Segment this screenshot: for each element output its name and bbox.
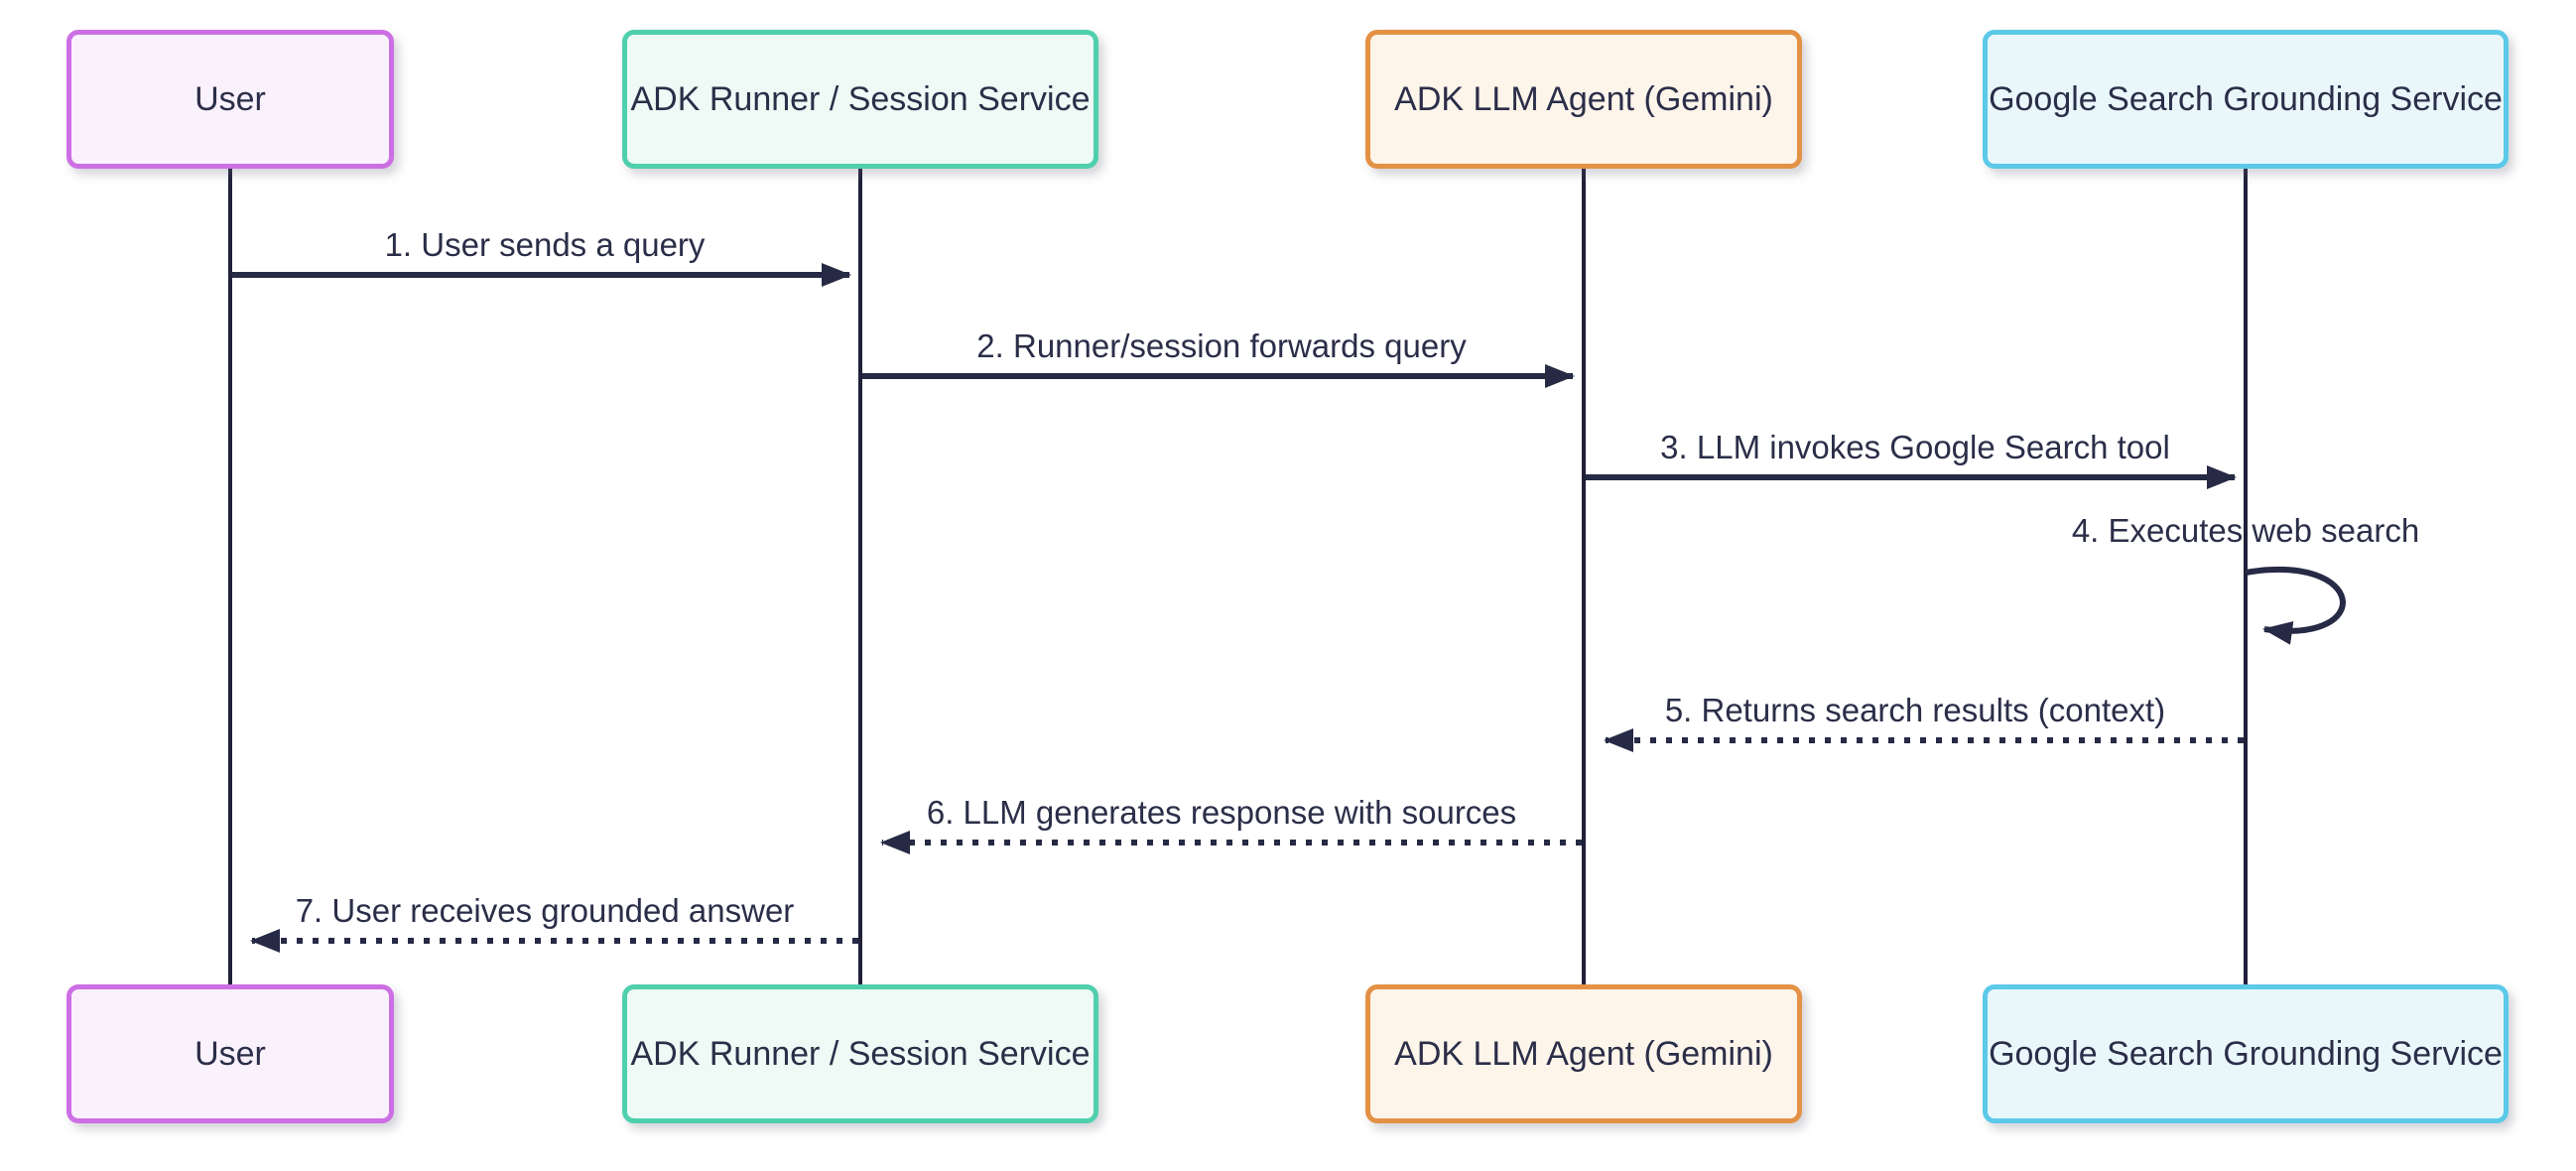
message-4-label: 4. Executes web search bbox=[2071, 512, 2420, 549]
message-3-label: 3. LLM invokes Google Search tool bbox=[1660, 429, 2170, 465]
actor-runner-bottom: ADK Runner / Session Service bbox=[622, 984, 1098, 1123]
actor-user-label: User bbox=[194, 79, 266, 118]
actor-google-label: Google Search Grounding Service bbox=[1989, 79, 2503, 118]
message-5-label: 5. Returns search results (context) bbox=[1664, 692, 2166, 728]
actor-google-label: Google Search Grounding Service bbox=[1989, 1034, 2503, 1073]
actor-runner-label: ADK Runner / Session Service bbox=[630, 1034, 1091, 1073]
actor-user-label: User bbox=[194, 1034, 266, 1073]
message-1-label: 1. User sends a query bbox=[384, 226, 706, 263]
actor-google-bottom: Google Search Grounding Service bbox=[1983, 984, 2509, 1123]
actor-llm-bottom: ADK LLM Agent (Gemini) bbox=[1365, 984, 1802, 1123]
actor-llm-label: ADK LLM Agent (Gemini) bbox=[1394, 1034, 1773, 1073]
actor-llm-label: ADK LLM Agent (Gemini) bbox=[1394, 79, 1773, 118]
actor-user-bottom: User bbox=[66, 984, 394, 1123]
message-2-label: 2. Runner/session forwards query bbox=[976, 327, 1467, 364]
actor-google-top: Google Search Grounding Service bbox=[1983, 30, 2509, 169]
message-4-self-loop-arrow bbox=[2245, 566, 2346, 645]
actor-user-top: User bbox=[66, 30, 394, 169]
actor-runner-top: ADK Runner / Session Service bbox=[622, 30, 1098, 169]
actor-llm-top: ADK LLM Agent (Gemini) bbox=[1365, 30, 1802, 169]
message-7-label: 7. User receives grounded answer bbox=[295, 892, 795, 929]
actor-runner-label: ADK Runner / Session Service bbox=[630, 79, 1091, 118]
message-6-label: 6. LLM generates response with sources bbox=[926, 794, 1517, 831]
